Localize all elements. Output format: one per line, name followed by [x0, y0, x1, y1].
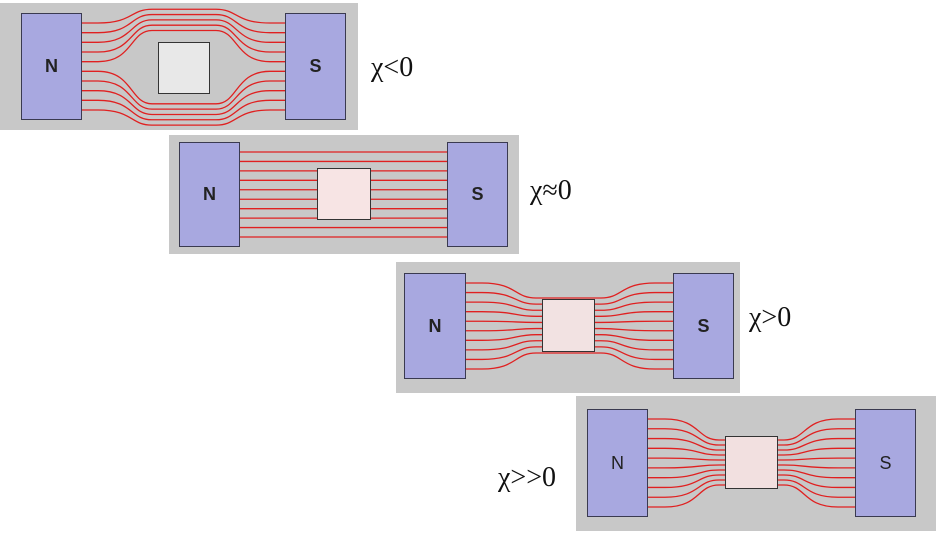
susceptibility-label: χ>0 — [749, 302, 792, 333]
north-pole-label: N — [428, 315, 442, 336]
ferromagnetic-panel: N S — [576, 396, 936, 531]
south-pole-magnet: S — [447, 142, 508, 247]
field-line — [466, 352, 673, 370]
material-sample — [542, 299, 595, 352]
north-pole-magnet: N — [404, 273, 466, 379]
field-line — [466, 282, 673, 299]
material-sample — [317, 168, 371, 220]
south-pole-label: S — [309, 56, 322, 76]
north-pole-magnet: N — [21, 13, 82, 120]
south-pole-magnet: S — [673, 273, 734, 379]
field-line — [82, 109, 285, 126]
field-line — [82, 90, 285, 116]
susceptibility-label: χ<0 — [371, 52, 414, 83]
field-line — [82, 19, 285, 43]
field-line — [82, 29, 285, 63]
south-pole-label: S — [879, 452, 892, 473]
susceptibility-label: χ≈0 — [530, 175, 572, 206]
field-line — [82, 99, 285, 121]
south-pole-magnet: S — [855, 409, 916, 517]
diamagnetic-panel: N S — [0, 3, 358, 130]
material-sample — [158, 42, 210, 94]
material-sample — [725, 436, 778, 489]
north-pole-label: N — [45, 56, 58, 76]
field-lines-svg — [82, 8, 285, 126]
north-pole-magnet: N — [587, 409, 648, 517]
field-line — [82, 80, 285, 110]
north-pole-label: N — [611, 452, 624, 473]
field-line — [82, 70, 285, 105]
south-pole-label: S — [471, 184, 484, 204]
paramagnetic-panel: N S — [396, 262, 740, 393]
nonmagnetic-panel: N S — [169, 135, 519, 254]
south-pole-magnet: S — [285, 13, 346, 120]
north-pole-label: N — [203, 184, 216, 204]
susceptibility-label: χ>>0 — [498, 462, 557, 493]
field-line — [82, 8, 285, 24]
field-line — [82, 24, 285, 53]
north-pole-magnet: N — [179, 142, 240, 247]
south-pole-label: S — [697, 315, 710, 336]
field-line — [82, 13, 285, 34]
